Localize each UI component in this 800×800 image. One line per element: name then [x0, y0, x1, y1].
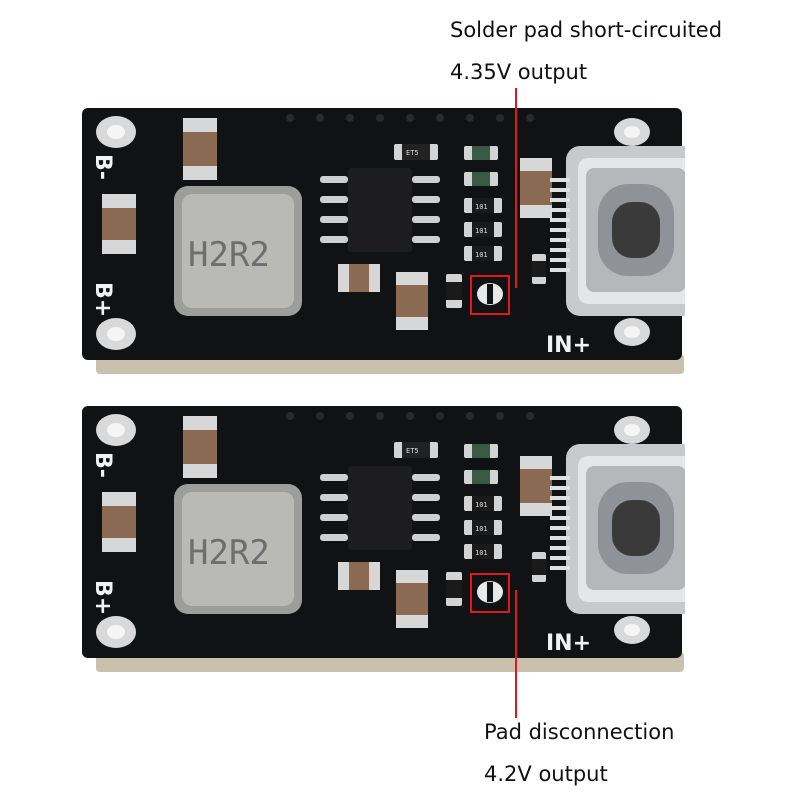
svg-text:ET5: ET5 [406, 149, 419, 157]
resistor-3: 101 [464, 246, 502, 261]
capacitor-left [102, 194, 136, 254]
header-holes [286, 114, 534, 122]
smd-cap-et5: ET5 [394, 144, 438, 160]
annotation-bottom-subtitle: 4.2V output [484, 762, 608, 786]
capacitor-bottom-center-1 [338, 264, 380, 292]
mounting-hole-top-left [96, 116, 136, 148]
resistor-2: 101 [464, 222, 502, 237]
capacitor-right [520, 456, 552, 516]
ic-chip [320, 466, 440, 550]
resistor-1: 101 [464, 496, 502, 511]
capacitor-bottom-center-2 [396, 570, 428, 628]
led-1 [464, 444, 498, 458]
resistor-2: 101 [464, 520, 502, 535]
led-2 [464, 470, 498, 484]
capacitor-left [102, 492, 136, 552]
resistor-1: 101 [464, 198, 502, 213]
smd-right-vertical [532, 552, 546, 582]
mounting-hole-bottom-right [614, 318, 650, 346]
mounting-hole-top-left [96, 414, 136, 446]
capacitor-right [520, 158, 552, 218]
annotation-top-title: Solder pad short-circuited [450, 18, 723, 42]
smd-r5c [446, 572, 462, 606]
inductor: H2R2 [174, 484, 302, 614]
header-holes [286, 412, 534, 420]
usb-c-connector [550, 444, 685, 614]
highlight-box [470, 275, 510, 315]
svg-text:101: 101 [475, 203, 488, 211]
solder-pad [477, 581, 503, 603]
label-b-plus: B+ [90, 282, 115, 317]
charger-board-top: B- B+ IN+ [80, 106, 685, 376]
inductor: H2R2 [174, 186, 302, 316]
led-1 [464, 146, 498, 160]
inductor-marking: H2R2 [188, 533, 270, 573]
label-b-minus: B- [90, 452, 115, 478]
annotation-bottom-title: Pad disconnection [484, 720, 675, 744]
highlight-box [470, 573, 510, 613]
label-in-plus: IN+ [546, 333, 591, 358]
led-2 [464, 172, 498, 186]
capacitor-top-left [183, 118, 217, 180]
mounting-hole-bottom-left [96, 318, 136, 350]
svg-text:101: 101 [475, 251, 488, 259]
capacitor-bottom-center-1 [338, 562, 380, 590]
charger-board-bottom: B- B+ IN+ [80, 404, 685, 674]
smd-cap-et5: ET5 [394, 442, 438, 458]
label-b-minus: B- [90, 154, 115, 180]
svg-text:101: 101 [475, 501, 488, 509]
solder-pad [477, 283, 503, 305]
label-in-plus: IN+ [546, 631, 591, 656]
smd-r5c [446, 274, 462, 308]
ic-chip [320, 168, 440, 252]
annotation-top-subtitle: 4.35V output [450, 60, 588, 84]
capacitor-top-left [183, 416, 217, 478]
svg-text:101: 101 [475, 525, 488, 533]
mounting-hole-bottom-right [614, 616, 650, 644]
resistor-3: 101 [464, 544, 502, 559]
mounting-hole-top-right [614, 416, 650, 444]
svg-text:ET5: ET5 [406, 447, 419, 455]
capacitor-bottom-center-2 [396, 272, 428, 330]
usb-c-connector [550, 146, 685, 316]
smd-right-vertical [532, 254, 546, 284]
label-b-plus: B+ [90, 580, 115, 615]
mounting-hole-bottom-left [96, 616, 136, 648]
inductor-marking: H2R2 [188, 235, 270, 275]
mounting-hole-top-right [614, 118, 650, 146]
svg-text:101: 101 [475, 549, 488, 557]
svg-text:101: 101 [475, 227, 488, 235]
